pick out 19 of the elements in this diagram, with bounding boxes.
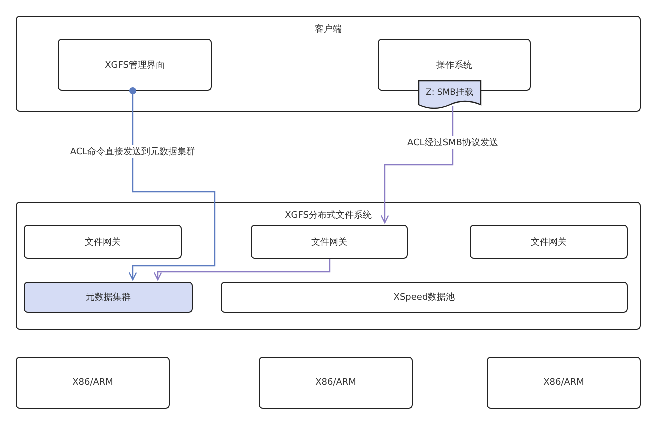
group-title: 客户端 xyxy=(314,24,343,36)
process-box: X86/ARM xyxy=(16,357,170,409)
cluster-box: 元数据集群 xyxy=(24,282,193,313)
group-box xyxy=(16,202,641,330)
process-box: 文件网关 xyxy=(470,225,628,259)
process-box: 文件网关 xyxy=(251,225,408,259)
arrow xyxy=(380,106,454,224)
edge-label: ACL经过SMB协议发送 xyxy=(406,136,500,150)
process-box: 文件网关 xyxy=(24,225,182,259)
arrow xyxy=(128,88,216,281)
group-box xyxy=(16,16,641,112)
mount-document: Z: SMB挂载 xyxy=(418,80,482,110)
process-box: XSpeed数据池 xyxy=(221,282,628,313)
group-title: XGFS分布式文件系统 xyxy=(284,210,373,222)
process-box: X86/ARM xyxy=(487,357,641,409)
arrow xyxy=(154,259,331,281)
process-box: X86/ARM xyxy=(259,357,413,409)
edge-label: ACL命令直接发送到元数据集群 xyxy=(68,146,198,158)
process-box: XGFS管理界面 xyxy=(58,39,212,91)
